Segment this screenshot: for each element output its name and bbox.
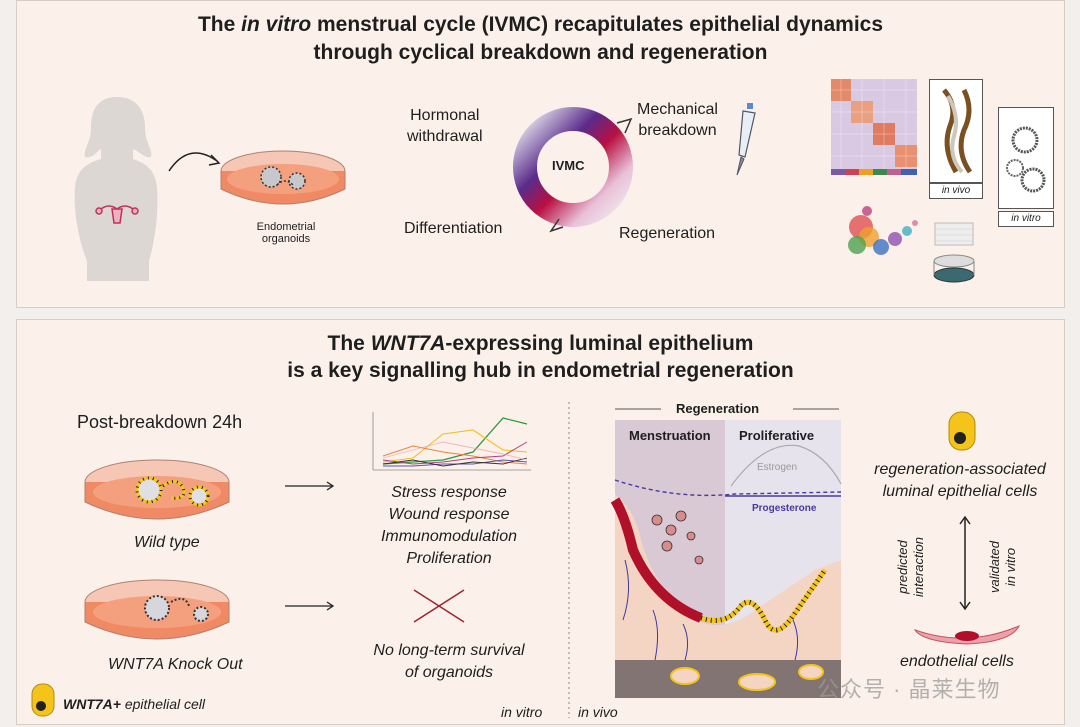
panel2-title: The WNT7A-expressing luminal epithelium: [327, 332, 754, 355]
no-survival-text: No long-term survival of organoids: [373, 642, 525, 681]
differentiation-label: Differentiation: [404, 220, 503, 237]
endometrium-regeneration-diagram: [610, 420, 842, 698]
regen-cells-label: regeneration-associated luminal epitheli…: [874, 461, 1046, 500]
panel1-title: The in vitro menstrual cycle (IVMC) reca…: [197, 13, 884, 36]
wild-type-dish-icon: [84, 459, 230, 520]
arrow-right-icon: [285, 601, 335, 611]
hormonal-withdrawal-label: Hormonal withdrawal: [407, 107, 483, 145]
response-item: Immunomodulation: [380, 528, 518, 545]
watermark: 公众号 · 晶莱生物: [817, 677, 1001, 702]
tissue-section-icon: [942, 88, 973, 174]
organoid-label: Endometrial organoids: [256, 221, 316, 245]
regeneration-header: Regeneration: [676, 401, 760, 416]
organoid-dish-icon: [220, 150, 346, 205]
endothelial-cell-icon: [913, 625, 1021, 645]
in-vitro-label: in vitro: [501, 704, 543, 720]
proliferative-label: Proliferative: [739, 428, 815, 443]
menstruation-label: Menstruation: [629, 428, 711, 443]
estrogen-label: Estrogen: [757, 462, 798, 473]
regeneration-header-lines: [615, 408, 839, 410]
predicted-interaction-label: predicted interaction: [895, 537, 926, 597]
divider-line: [568, 402, 570, 718]
in-vivo-label: in vivo: [578, 704, 618, 720]
umap-plot-thumbnail: [848, 206, 918, 255]
response-item: Proliferation: [406, 550, 492, 567]
heatmap-thumbnail: [831, 79, 917, 175]
arrow-right-icon: [285, 481, 335, 491]
in-vivo-caption: in vivo: [929, 183, 983, 199]
transwell-icon: [933, 222, 975, 283]
knockout-label: WNT7A Knock Out: [108, 656, 243, 673]
organoid-section-icon: [1006, 126, 1046, 193]
progesterone-label: Progesterone: [752, 503, 817, 514]
pipette-icon: [736, 103, 756, 176]
ivmc-center-label: IVMC: [552, 158, 585, 173]
knockout-dish-icon: [84, 579, 230, 640]
wnt7a-cell-icon: [31, 683, 55, 717]
response-item: Wound response: [388, 506, 510, 523]
response-item: Stress response: [391, 484, 507, 501]
in-vitro-caption: in vitro: [998, 211, 1054, 227]
post-breakdown-label: Post-breakdown 24h: [77, 412, 243, 432]
bidirectional-arrow-icon: [959, 515, 971, 611]
cross-icon: [413, 589, 465, 623]
in-vitro-histology-thumbnail: [998, 107, 1054, 209]
in-vivo-histology-thumbnail: [929, 79, 983, 183]
panel1-title-line2: through cyclical breakdown and regenerat…: [313, 41, 768, 64]
validated-in-vitro-label: validated in vitro: [987, 540, 1018, 594]
wild-type-label: Wild type: [134, 534, 200, 551]
curved-arrow-icon: [168, 152, 221, 172]
ivmc-cycle-diagram: [513, 107, 633, 233]
response-list: Stress response Wound response Immunomod…: [347, 482, 551, 570]
expression-line-plot: [372, 412, 531, 471]
wnt7a-panel: The WNT7A-expressing luminal epithelium …: [16, 319, 1065, 725]
panel2-title-line2: is a key signalling hub in endometrial r…: [287, 359, 794, 382]
woman-silhouette-icon: [74, 97, 158, 281]
mechanical-breakdown-label: Mechanical breakdown: [637, 101, 718, 139]
regeneration-label: Regeneration: [619, 225, 716, 242]
endothelial-label: endothelial cells: [900, 653, 1014, 670]
legend-label: WNT7A+ epithelial cell: [63, 696, 206, 712]
regeneration-cell-icon: [948, 411, 976, 451]
ivmc-panel: The in vitro menstrual cycle (IVMC) reca…: [16, 0, 1065, 308]
